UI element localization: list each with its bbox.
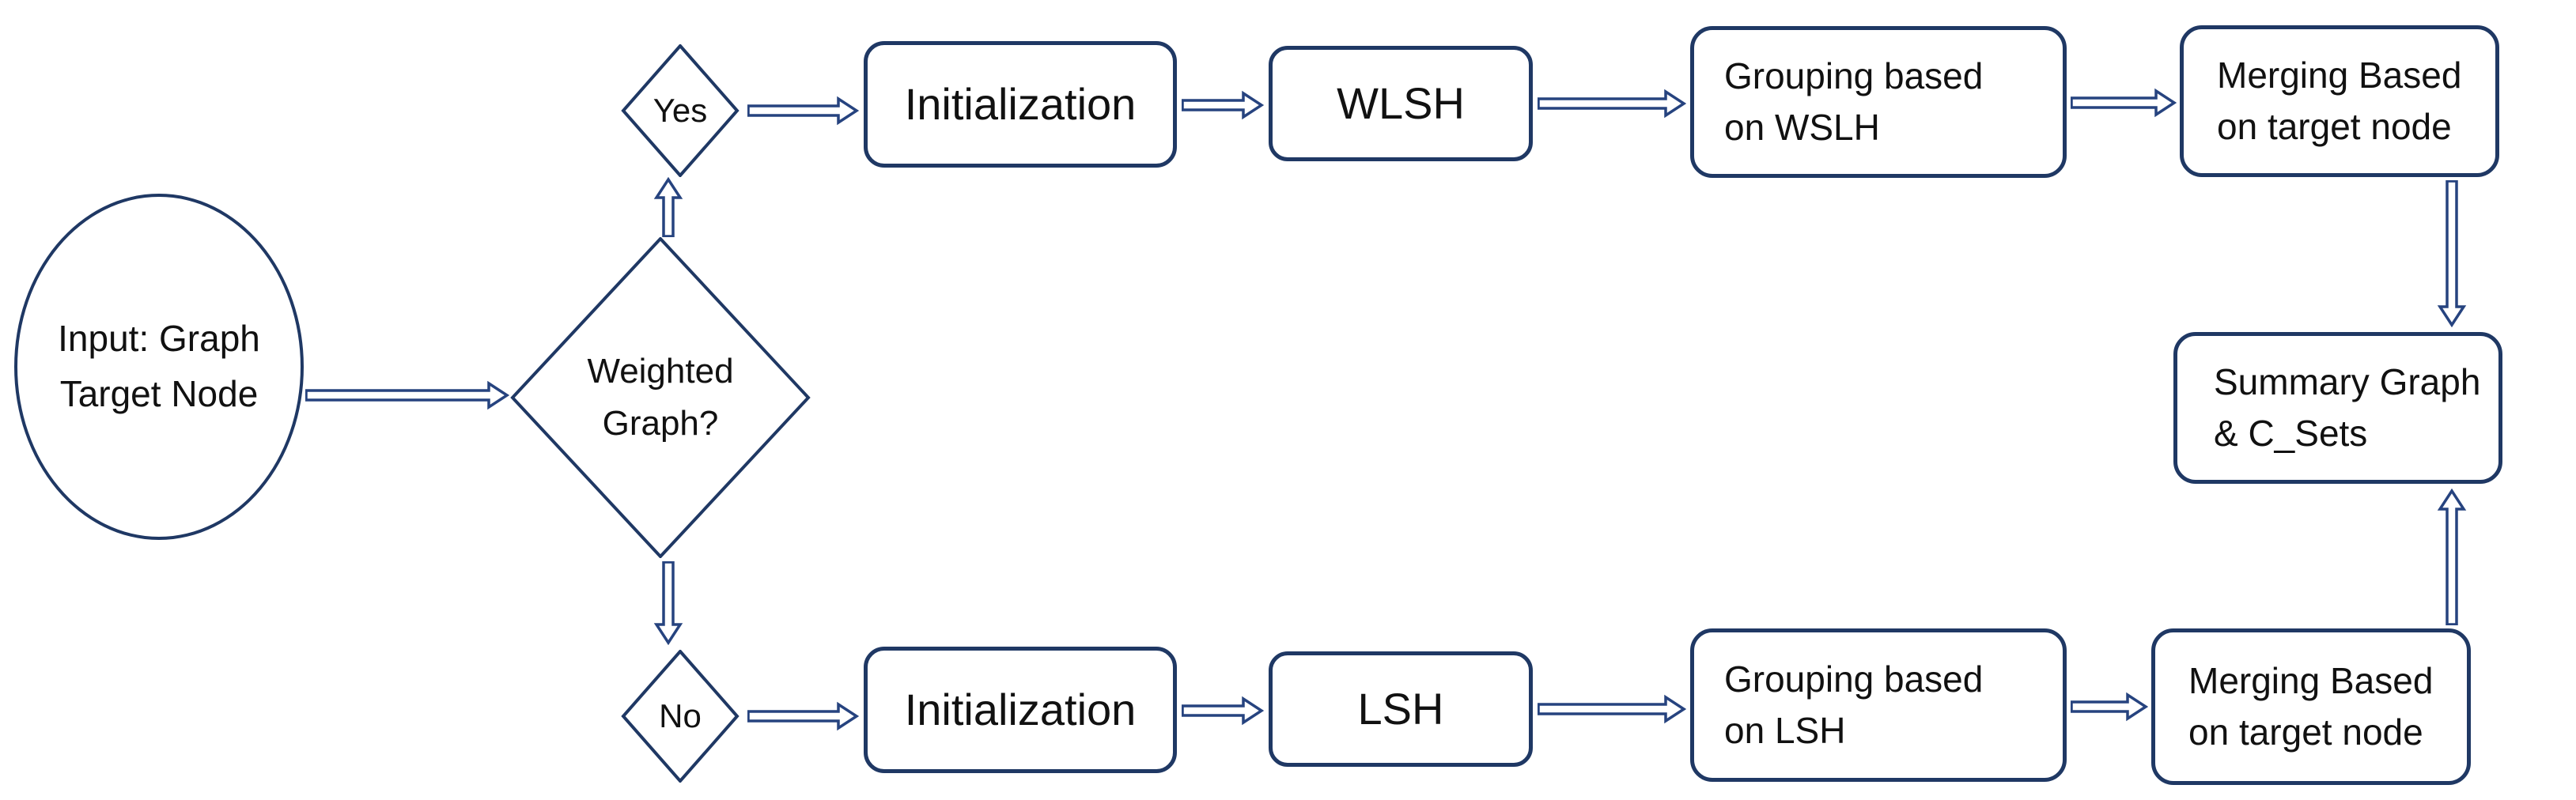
node-input-label-line2: Target Node: [59, 373, 259, 414]
arrow-grouping-to-merging-top: [2071, 88, 2177, 118]
node-lsh: LSH: [1269, 651, 1533, 767]
node-grouping-wslh: Grouping based on WSLH: [1690, 26, 2067, 178]
node-merging-top: Merging Based on target node: [2180, 25, 2499, 177]
node-weighted-decision-label: Weighted Graph?: [587, 352, 734, 443]
arrow-no-to-initialization: [747, 701, 859, 731]
node-input-label-line1: Input: Graph: [58, 318, 260, 360]
arrow-initialization-to-wlsh: [1182, 90, 1264, 120]
node-wlsh: WLSH: [1269, 46, 1533, 161]
node-merging-bottom: Merging Based on target node: [2151, 628, 2471, 785]
arrow-merging-top-to-summary: [2437, 180, 2467, 327]
node-yes-label: Yes: [653, 91, 708, 129]
node-initialization-top: Initialization: [864, 41, 1177, 168]
arrow-decision-to-no: [653, 561, 683, 645]
node-no-label: No: [659, 696, 702, 734]
node-initialization-bottom: Initialization: [864, 647, 1177, 773]
node-summary: Summary Graph & C_Sets: [2173, 332, 2502, 484]
node-input-ellipse: Input: Graph Target Node: [14, 194, 304, 540]
arrow-merging-bottom-to-summary: [2437, 489, 2467, 625]
arrow-decision-to-yes: [653, 177, 683, 237]
node-no-diamond: [621, 650, 740, 783]
arrow-lsh-to-grouping: [1538, 694, 1686, 724]
node-grouping-lsh: Grouping based on LSH: [1690, 628, 2067, 782]
node-weighted-decision-diamond: [510, 237, 811, 558]
arrow-initialization-to-lsh: [1182, 696, 1264, 726]
arrow-wlsh-to-grouping: [1538, 89, 1686, 119]
arrow-yes-to-initialization: [747, 96, 859, 126]
node-yes-diamond: [621, 44, 740, 177]
arrow-input-to-decision: [305, 380, 509, 410]
arrow-grouping-to-merging-bottom: [2071, 692, 2148, 722]
